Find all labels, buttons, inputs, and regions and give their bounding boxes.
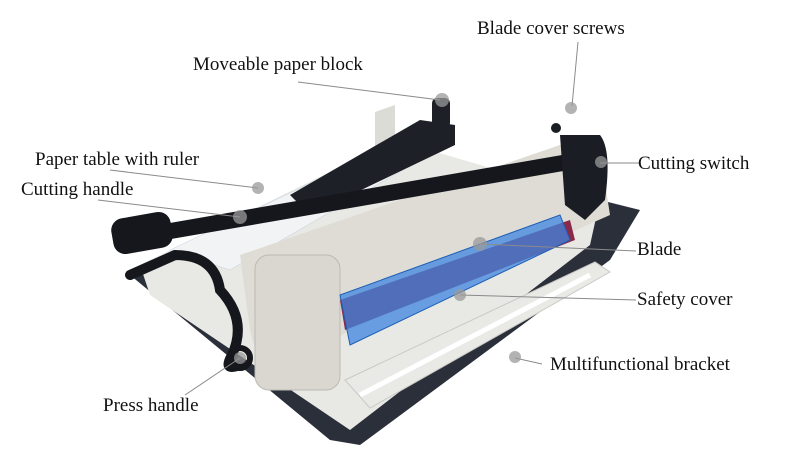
bracket-slot [358,272,592,398]
pivot-arm [560,135,608,220]
label-safety-cover: Safety cover [637,289,733,310]
paper-block-arm [290,120,455,205]
label-blade-cover-screws: Blade cover screws [477,18,625,39]
label-paper-table-with-ruler: Paper table with ruler [35,149,200,170]
leader-lines [97,41,640,396]
blade-cover-screw-knob [551,123,561,133]
label-blade: Blade [637,239,682,260]
handle-grip [111,211,173,255]
label-press-handle: Press handle [103,395,199,416]
callout-dots [233,93,607,364]
label-multifunctional-bracket: Multifunctional bracket [550,354,730,375]
press-handle-end [227,345,253,371]
label-cutting-switch: Cutting switch [638,153,750,174]
label-cutting-handle: Cutting handle [21,179,134,200]
cutting-handle-bar [122,152,588,246]
safety-cover-shape [339,214,571,346]
blade-housing [254,254,341,391]
label-moveable-paper-block: Moveable paper block [193,54,363,75]
